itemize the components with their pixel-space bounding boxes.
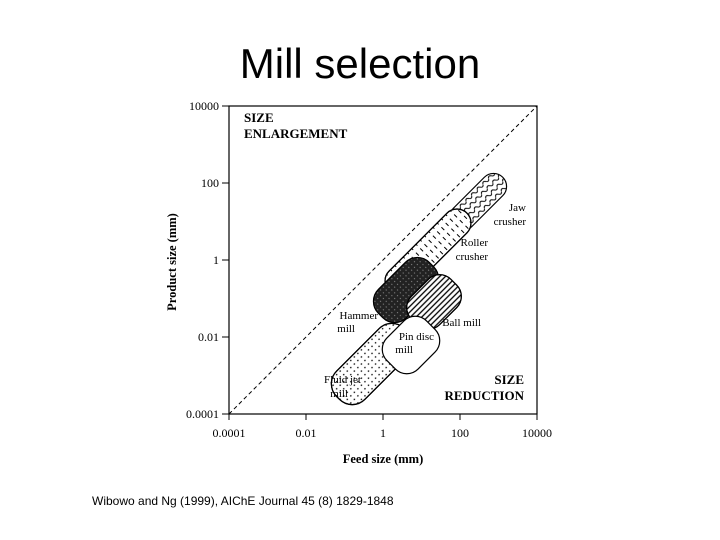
roller-crusher-label: Roller bbox=[461, 237, 489, 249]
pin-disc-mill-label: mill bbox=[395, 344, 413, 356]
diagonal-line bbox=[228, 105, 538, 415]
y-tick-marks bbox=[222, 105, 229, 415]
y-tick-label: 10000 bbox=[189, 99, 219, 113]
y-tick-label: 0.01 bbox=[198, 330, 219, 344]
x-tick-label: 100 bbox=[451, 426, 469, 440]
region-label-bottom: REDUCTION bbox=[445, 388, 525, 403]
x-tick-marks bbox=[228, 414, 538, 420]
region-label-top: ENLARGEMENT bbox=[244, 126, 348, 141]
y-tick-label: 1 bbox=[213, 253, 219, 267]
roller-crusher-label: crusher bbox=[456, 251, 489, 263]
region-label-top: SIZE bbox=[244, 110, 274, 125]
jaw-crusher-label: Jaw bbox=[509, 202, 526, 214]
pin-disc-mill-label: Pin disc bbox=[399, 331, 434, 343]
region-label-bottom: SIZE bbox=[494, 372, 524, 387]
x-axis-label: Feed size (mm) bbox=[343, 452, 424, 466]
x-tick-label: 1 bbox=[380, 426, 386, 440]
x-tick-label: 0.0001 bbox=[213, 426, 246, 440]
x-tick-label: 10000 bbox=[522, 426, 552, 440]
y-tick-label: 0.0001 bbox=[186, 407, 219, 421]
y-axis-label: Product size (mm) bbox=[165, 213, 179, 311]
hammer-mill-label: mill bbox=[337, 323, 355, 335]
jaw-crusher-label: crusher bbox=[494, 216, 527, 228]
ball-mill-label: Ball mill bbox=[442, 317, 481, 329]
x-tick-label: 0.01 bbox=[296, 426, 317, 440]
hammer-mill-label: Hammer bbox=[340, 310, 379, 322]
slide-title: Mill selection bbox=[239, 40, 481, 87]
pin-disc-mill-region bbox=[381, 315, 441, 375]
fluid-jet-mill-label: Fluid jet bbox=[324, 374, 361, 386]
y-tick-label: 100 bbox=[201, 176, 219, 190]
citation: Wibowo and Ng (1999), AIChE Journal 45 (… bbox=[92, 494, 394, 508]
fluid-jet-mill-label: mill bbox=[330, 388, 348, 400]
mill-regions bbox=[330, 172, 508, 406]
